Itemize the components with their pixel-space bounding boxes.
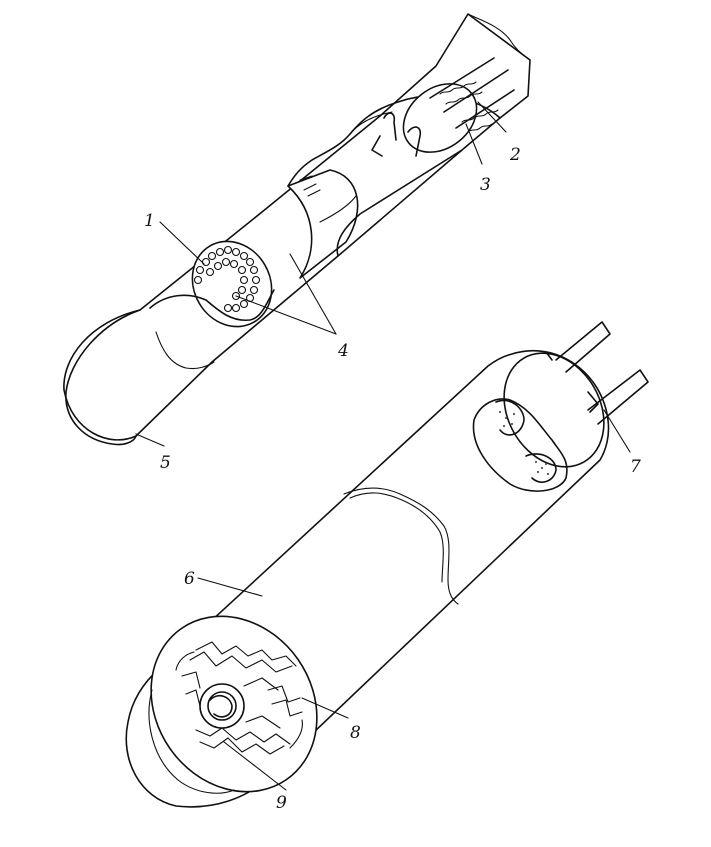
label-5: 5 xyxy=(160,453,171,473)
label-1: 1 xyxy=(144,211,155,231)
socket-window xyxy=(472,398,568,492)
leader-4b xyxy=(289,253,337,335)
label-7: 7 xyxy=(630,457,641,477)
lower-end-cap xyxy=(503,352,605,468)
upper-mount-cylinder xyxy=(287,169,359,279)
leader-4a xyxy=(235,295,337,335)
leader-3 xyxy=(465,123,483,165)
leader-5 xyxy=(135,433,165,447)
leader-9 xyxy=(223,741,287,791)
upper-tube xyxy=(63,13,531,446)
body-seam xyxy=(343,487,459,605)
electrode-assembly xyxy=(175,641,303,755)
label-4: 4 xyxy=(337,341,349,361)
leader-7 xyxy=(603,409,631,453)
upper-envelope xyxy=(63,13,531,441)
label-2: 2 xyxy=(509,145,521,165)
spring-coils xyxy=(429,57,515,133)
lower-tube xyxy=(125,321,649,808)
leader-lines xyxy=(135,101,631,791)
grid-coils xyxy=(193,245,261,313)
label-9: 9 xyxy=(276,793,287,813)
socket-speckle xyxy=(498,410,550,476)
upper-envelope-break xyxy=(467,13,531,61)
front-opening xyxy=(150,615,318,793)
leader-8 xyxy=(301,697,349,719)
leader-6 xyxy=(197,577,263,597)
base-pins xyxy=(545,321,649,425)
leader-1 xyxy=(159,221,205,265)
label-3: 3 xyxy=(480,175,491,195)
upper-hooks xyxy=(371,112,422,157)
label-6: 6 xyxy=(184,569,195,589)
callout-labels: 1 2 3 4 5 6 7 8 9 xyxy=(144,145,641,813)
upper-dome xyxy=(65,309,141,446)
leader-2 xyxy=(477,101,507,133)
label-8: 8 xyxy=(350,723,361,743)
